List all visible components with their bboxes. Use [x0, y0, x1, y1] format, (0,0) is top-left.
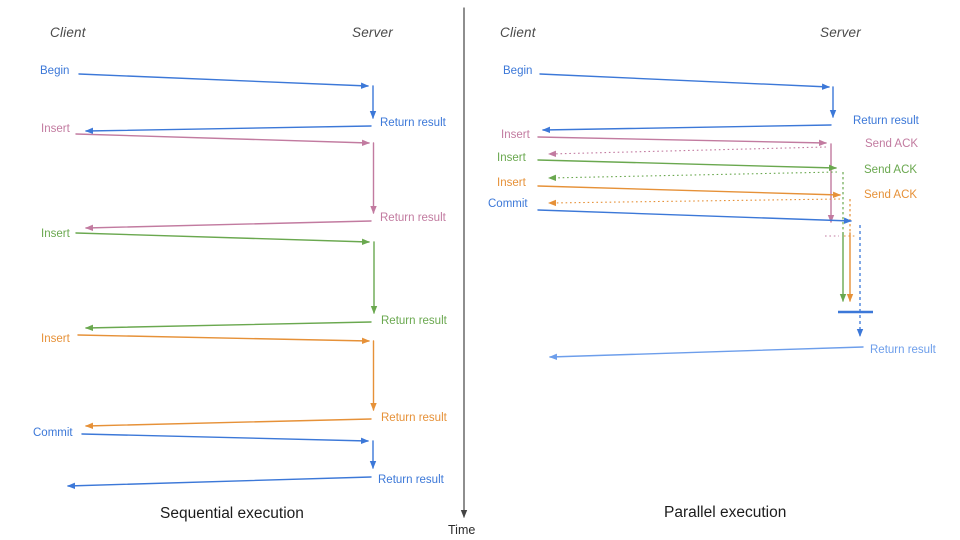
par-final-response-arrow — [549, 346, 864, 360]
par-insert3-ack-arrow — [548, 198, 841, 207]
seq-op-label-insert1: Insert — [41, 123, 70, 135]
seq-caption: Sequential execution — [160, 505, 304, 522]
par-client-header: Client — [500, 25, 536, 40]
par-insert3-request-arrow — [537, 185, 841, 198]
par-commit-request-arrow — [537, 209, 852, 224]
seq-begin-response-arrow — [85, 125, 372, 135]
par-insert2-request-arrow — [537, 159, 837, 172]
seq-commit-response-arrow — [67, 476, 372, 489]
par-ack-label-insert2: Send ACK — [864, 164, 918, 176]
par-op-label-commit: Commit — [488, 198, 528, 210]
seq-op-label-commit: Commit — [33, 427, 73, 439]
par-insert1-ack-arrow — [548, 146, 827, 158]
time-axis-label: Time — [448, 523, 476, 537]
par-response-label-commit: Return result — [870, 344, 936, 356]
par-begin-response-arrow — [542, 124, 832, 134]
sequential-panel-lines — [67, 73, 378, 489]
parallel-panel-lines — [537, 73, 873, 360]
seq-response-label-insert1: Return result — [380, 212, 446, 224]
par-op-label-begin: Begin — [503, 65, 533, 77]
par-insert2-ack-arrow — [548, 171, 838, 182]
par-insert1-request-arrow — [537, 136, 827, 147]
par-caption: Parallel execution — [664, 504, 787, 521]
par-ack-label-insert1: Send ACK — [865, 138, 919, 150]
seq-response-label-insert2: Return result — [381, 315, 447, 327]
par-op-label-insert2: Insert — [497, 152, 526, 164]
par-ack-label-insert3: Send ACK — [864, 189, 918, 201]
par-op-label-insert1: Insert — [501, 129, 530, 141]
par-server-header: Server — [820, 25, 861, 40]
seq-insert2-request-arrow — [75, 232, 370, 245]
seq-commit-request-arrow — [81, 433, 369, 445]
seq-begin-request-arrow — [78, 73, 369, 89]
seq-response-label-begin: Return result — [380, 117, 446, 129]
par-op-label-insert3: Insert — [497, 177, 526, 189]
seq-insert3-request-arrow — [77, 334, 370, 345]
seq-response-label-insert3: Return result — [381, 412, 447, 424]
seq-op-label-insert3: Insert — [41, 333, 70, 345]
seq-insert3-response-arrow — [85, 418, 372, 430]
par-begin-request-arrow — [539, 73, 830, 90]
seq-response-label-commit: Return result — [378, 474, 444, 486]
seq-insert2-response-arrow — [85, 321, 372, 332]
seq-insert1-response-arrow — [85, 220, 372, 232]
seq-op-label-begin: Begin — [40, 65, 70, 77]
seq-op-label-insert2: Insert — [41, 228, 70, 240]
seq-client-header: Client — [50, 25, 86, 40]
seq-server-header: Server — [352, 25, 393, 40]
seq-insert1-request-arrow — [75, 133, 370, 146]
par-response-label-begin: Return result — [853, 115, 919, 127]
